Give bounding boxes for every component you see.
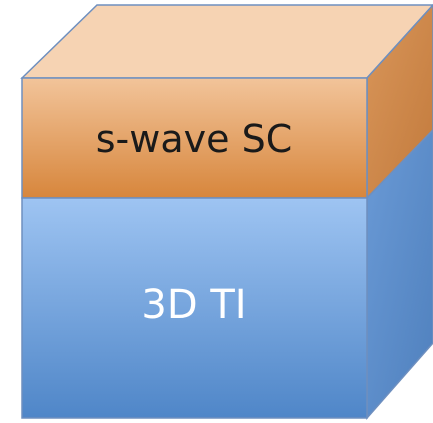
sc-front-face (21, 77, 368, 199)
top-face (20, 4, 433, 79)
ti-layer-label: 3D TI (141, 282, 246, 328)
sc-layer-label: s-wave SC (96, 117, 292, 161)
ti-front-face (21, 197, 368, 419)
